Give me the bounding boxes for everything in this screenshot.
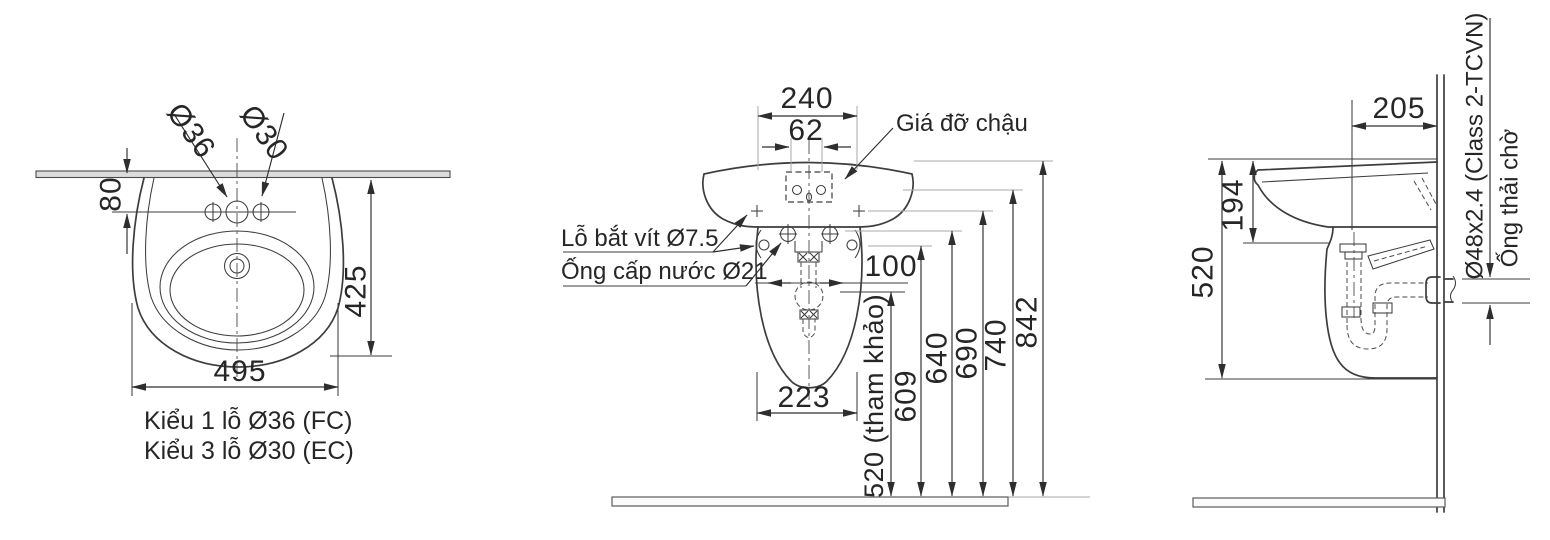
bracket-hidden-side [1413, 177, 1437, 211]
leader-supply [745, 242, 782, 287]
pedestal-profile [1324, 227, 1438, 379]
label-bracket: Giá đỡ chậu [896, 110, 1028, 137]
dim-hole-offset: 80 [95, 176, 128, 211]
front-view: 240 62 Giá đỡ chậu Lỗ bắt vít Ø7.5 Ống c… [561, 82, 1090, 507]
dim-bracket-width: 240 [780, 82, 833, 115]
label-drain-wait: Ống thải chờ [1496, 129, 1524, 268]
caption-type-fc: Kiểu 1 lỗ Ø36 (FC) [144, 406, 352, 435]
wall-strip [35, 170, 451, 179]
leader-bracket [844, 127, 894, 180]
leader-o36 [173, 113, 228, 198]
dim-side-depth: 205 [1372, 92, 1425, 125]
dim-width: 495 [213, 355, 266, 388]
side-plumbing [1339, 232, 1435, 350]
dim-pedestal-width: 223 [777, 381, 830, 414]
rim-under [1261, 172, 1429, 183]
dim-609: 609 [890, 369, 923, 422]
ear-right [854, 229, 861, 259]
bracket-hole-right [815, 184, 827, 196]
dim-740: 740 [980, 318, 1013, 371]
label-screw-hole: Lỗ bắt vít Ø7.5 [561, 225, 718, 252]
dim-depth: 425 [340, 264, 373, 317]
drain-hole-outer [223, 252, 251, 280]
dim-640: 640 [921, 331, 954, 384]
leader-o30 [261, 112, 285, 197]
drain-stub [1425, 275, 1457, 304]
dim-faucet-main: Ø36 [160, 97, 222, 165]
rim-top [1257, 161, 1438, 171]
label-drain-spec: Ø48x2.4 (Class 2-TCVN) [1462, 13, 1489, 280]
ear-hole-left [758, 239, 770, 251]
dim-supply-spacing: 100 [864, 250, 917, 283]
dim-supply-height: 520 (tham khảo) [859, 294, 889, 498]
bowl-profile [1253, 169, 1438, 228]
leader-screw-b [712, 244, 755, 253]
ear-hole-right [846, 239, 858, 251]
pedestal-outline [755, 226, 863, 389]
dim-rim-to-pedestal: 520 [1187, 245, 1220, 298]
caption-type-ec: Kiểu 3 lỗ Ø30 (EC) [144, 436, 354, 465]
top-view: 80 425 495 Ø36 Ø30 Kiểu 1 lỗ Ø36 (FC) Ki… [35, 97, 451, 465]
dim-faucet-side: Ø30 [233, 99, 295, 167]
dim-bracket-holes: 62 [788, 114, 823, 147]
ear-left [755, 229, 762, 259]
leader-screw-a [712, 214, 748, 253]
basin-outer-outline [131, 177, 345, 368]
label-supply-pipe: Ống cấp nước Ø21 [561, 257, 768, 285]
basin-rim-inner [145, 177, 331, 351]
side-view: 205 194 520 Ø48x2.4 (Class 2-TCVN) Ống t… [1187, 13, 1530, 513]
floor-slab-side [1192, 497, 1446, 508]
bracket-hole-left [791, 184, 803, 196]
dim-690: 690 [951, 326, 984, 379]
supply-hole-ticks [779, 224, 839, 244]
basin-front-outline [702, 161, 914, 228]
floor-slab [611, 496, 1009, 507]
height-dimensions [845, 160, 1053, 497]
dim-842: 842 [1011, 295, 1044, 348]
wall-screw-marks [751, 205, 865, 217]
